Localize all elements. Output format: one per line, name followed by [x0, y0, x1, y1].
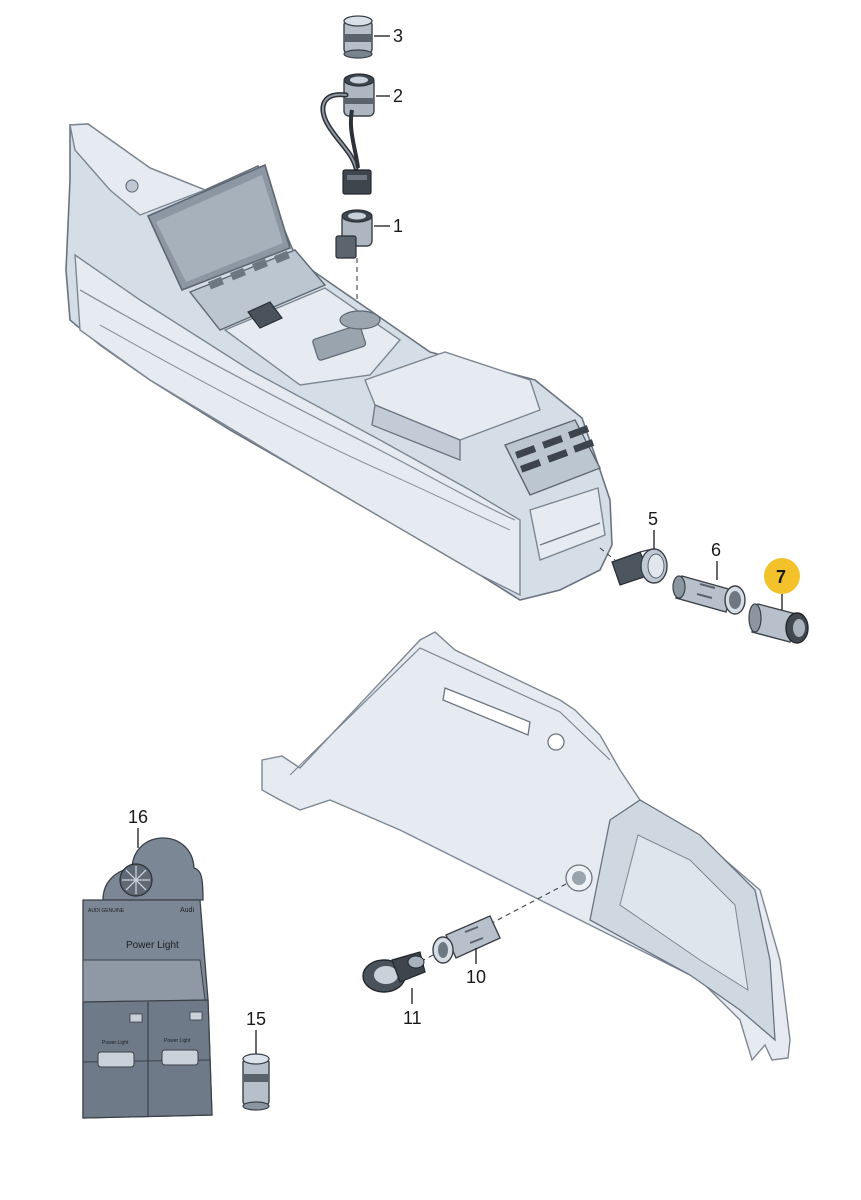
part-7-cap[interactable]	[748, 603, 809, 644]
center-console	[65, 123, 613, 601]
part-16-display-package[interactable]	[82, 837, 213, 1119]
package-brand: Audi	[180, 907, 194, 914]
callout-1[interactable]: 1	[393, 216, 403, 236]
part-11-holder-ring[interactable]	[362, 951, 426, 993]
callout-16[interactable]: 16	[128, 807, 148, 827]
part-5-bracket[interactable]	[611, 548, 668, 586]
tray-label-right: Power Light	[164, 1038, 191, 1044]
callout-3[interactable]: 3	[393, 26, 403, 46]
callout-11[interactable]: 11	[403, 1008, 422, 1028]
package-product: Power Light	[126, 940, 179, 951]
callout-10[interactable]: 10	[466, 967, 486, 987]
callout-6[interactable]: 6	[711, 540, 721, 560]
callout-7[interactable]: 7	[776, 567, 786, 587]
part-15-cap[interactable]	[242, 1053, 270, 1111]
part-3-cap[interactable]	[343, 15, 373, 59]
part-2-socket-harness[interactable]	[320, 73, 375, 195]
part-1-socket-housing[interactable]	[335, 209, 373, 259]
part-6-socket-insert[interactable]	[672, 575, 746, 615]
side-trim-panel	[261, 631, 791, 1062]
tray-label-left: Power Light	[102, 1040, 129, 1046]
package-brand-small: AUDI GENUINE	[88, 908, 125, 914]
callout-15[interactable]: 15	[246, 1009, 266, 1029]
callout-7-highlight	[764, 558, 800, 594]
callout-5[interactable]: 5	[648, 509, 658, 529]
part-10-socket-insert[interactable]	[432, 915, 501, 964]
callout-2[interactable]: 2	[393, 86, 403, 106]
